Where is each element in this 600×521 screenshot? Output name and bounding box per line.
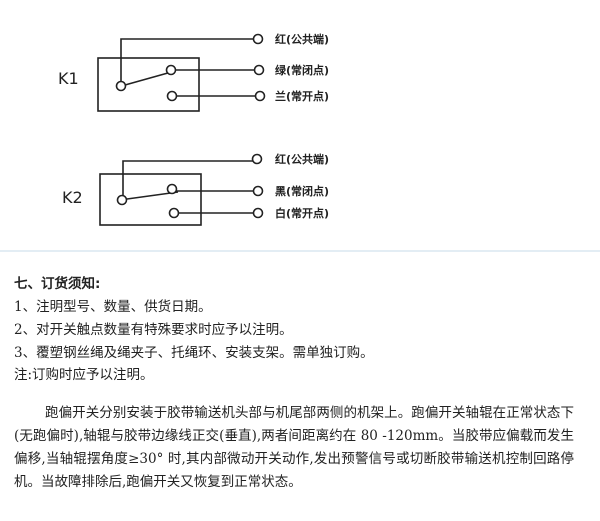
ordering-item: 1、注明型号、数量、供货日期。 [14,299,212,315]
k1-switch: K1 红(公共端) 绿(常闭点) 兰(常开点) [58,32,329,112]
k1-wire-no: 兰(常开点) [275,89,329,103]
k2-label: K2 [62,188,83,207]
ordering-item: 2、对开关触点数量有特殊要求时应予以注明。 [14,322,293,338]
description-paragraph: 跑偏开关分别安装于胶带输送机头部与机尾部两侧的机架上。跑偏开关轴辊在正常状态下(… [14,405,574,490]
k1-label: K1 [58,69,79,88]
k2-switch: K2 红(公共端) 黑(常闭点) 白(常开点) [62,152,329,226]
k1-wire-nc: 绿(常闭点) [275,63,329,77]
k2-wire-common: 红(公共端) [275,152,329,166]
ordering-heading: 七、订货须知: [14,276,101,292]
k2-wire-nc: 黑(常闭点) [275,184,329,198]
ordering-note: 注:订购时应予以注明。 [14,367,154,383]
k1-wire-common: 红(公共端) [275,32,329,46]
wiring-diagram: K1 红(公共端) 绿(常闭点) 兰(常开点) K2 红(公共端) 黑(常闭点)… [0,0,600,252]
ordering-item: 3、覆塑钢丝绳及绳夹子、托绳环、安装支架。需单独订购。 [14,345,374,361]
k2-wire-no: 白(常开点) [275,206,329,220]
